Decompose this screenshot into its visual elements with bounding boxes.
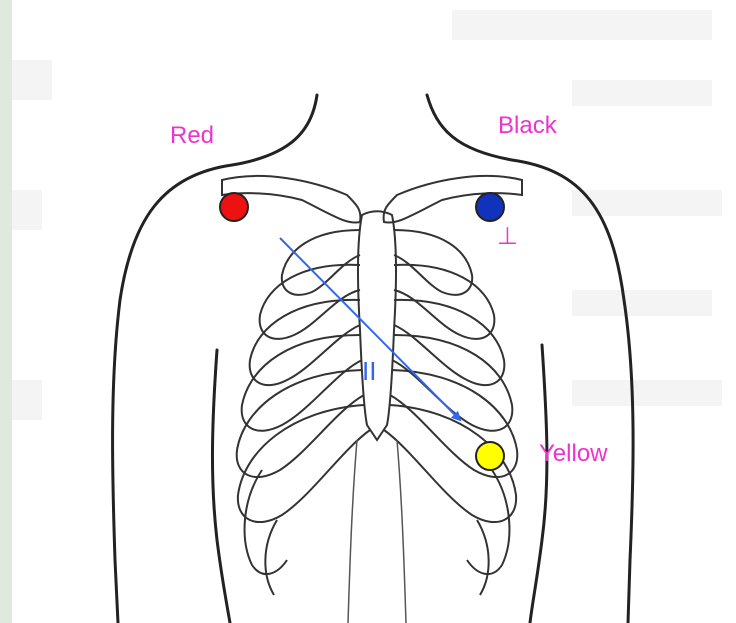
lead-ii-label: II (362, 358, 376, 384)
black-electrode[interactable] (476, 193, 504, 221)
ground-symbol: ⊥ (497, 224, 518, 248)
lead-ii-arrow (280, 238, 460, 420)
illustration-frame: Red Black Yellow II ⊥ (12, 0, 736, 623)
red-label: Red (170, 124, 214, 148)
red-electrode[interactable] (220, 193, 248, 221)
yellow-label: Yellow (539, 442, 608, 466)
yellow-electrode[interactable] (476, 442, 504, 470)
black-label: Black (498, 114, 557, 138)
rib-cage (237, 230, 518, 595)
torso-drawing (12, 0, 736, 623)
clavicles (222, 176, 522, 223)
spine-hint (348, 440, 406, 623)
